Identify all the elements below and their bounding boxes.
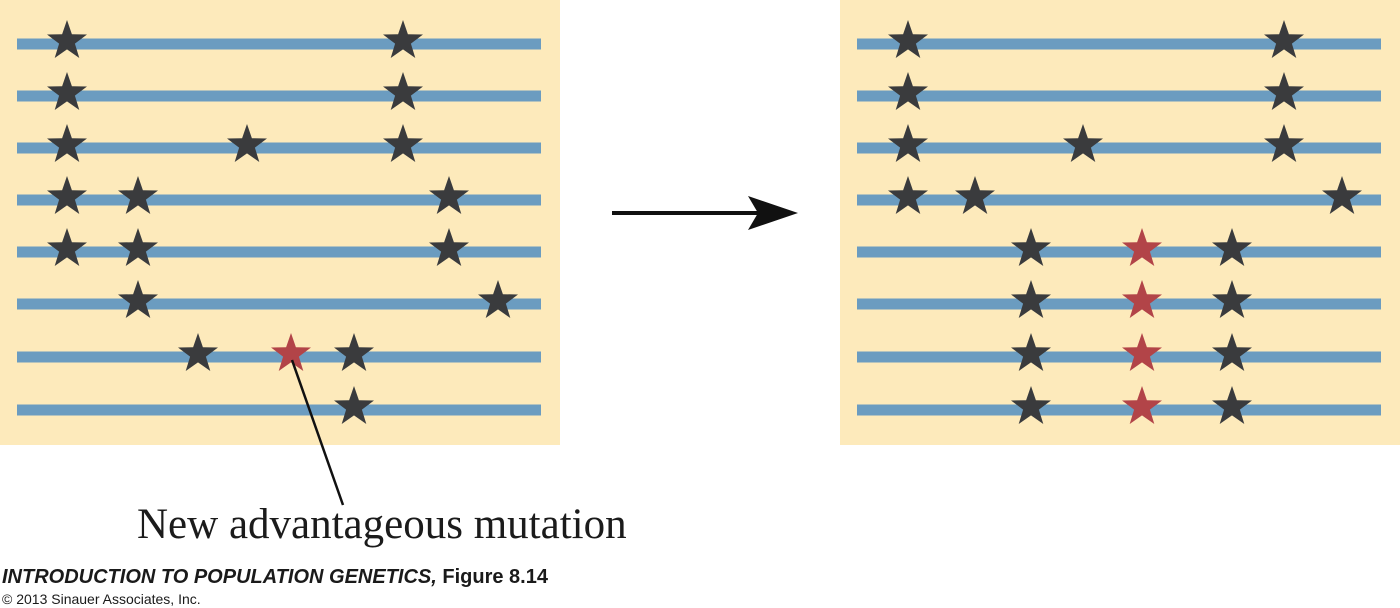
panel-background — [840, 0, 1400, 445]
annotation-leader-line — [290, 359, 345, 506]
copyright-notice: © 2013 Sinauer Associates, Inc. — [2, 591, 201, 607]
figure-number: Figure 8.14 — [442, 566, 548, 588]
figure-credit: INTRODUCTION TO POPULATION GENETICS, Fig… — [2, 566, 548, 589]
population-after-panel — [840, 0, 1400, 445]
arrow-right-icon — [612, 196, 798, 230]
panel-background — [0, 0, 560, 445]
new-mutation-label: New advantageous mutation — [137, 501, 627, 548]
selective-sweep-figure: New advantageous mutation — [0, 0, 1400, 548]
book-title: INTRODUCTION TO POPULATION GENETICS, — [2, 566, 437, 588]
population-before-panel — [0, 0, 560, 445]
